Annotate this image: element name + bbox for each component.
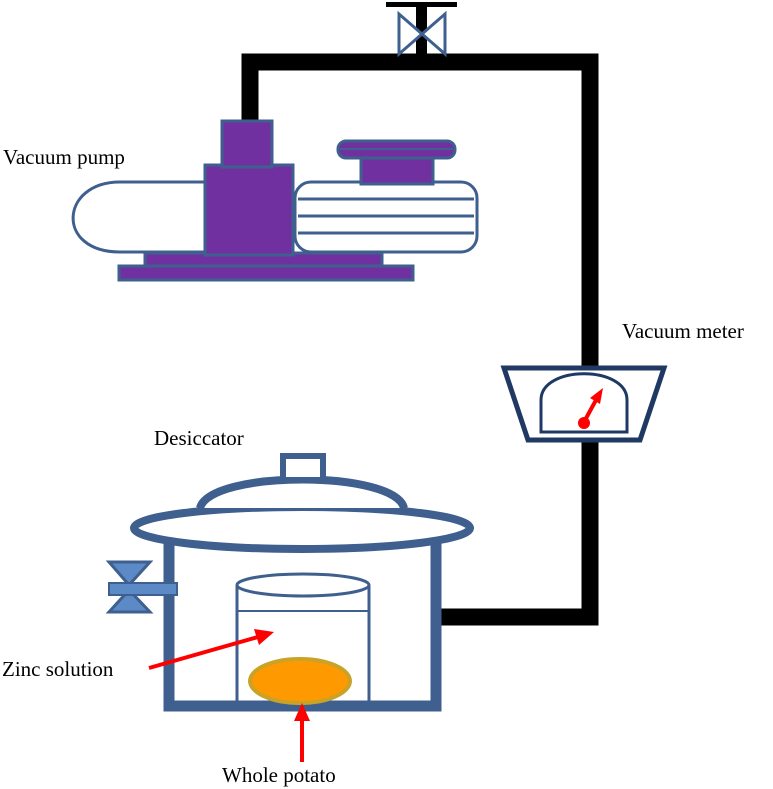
- desiccator: [130, 453, 474, 712]
- beaker-rim: [235, 572, 371, 598]
- pipe-network: [241, 53, 599, 626]
- pump-left-housing: [71, 180, 207, 254]
- meter-needle-icon: [578, 388, 603, 429]
- pipe-meter-to-desiccator: [436, 442, 599, 626]
- vacuum-meter: [500, 365, 668, 443]
- top-valve-icon: [386, 2, 457, 58]
- desiccator-lid-knob: [280, 453, 326, 483]
- pump-central-block: [203, 163, 295, 257]
- motor-fins: [298, 197, 474, 235]
- vacuum-pump-label: Vacuum pump: [3, 145, 125, 169]
- meter-dial: [539, 372, 629, 434]
- zinc-solution-label: Zinc solution: [2, 657, 114, 681]
- pump-motor-cap-stem: [359, 156, 435, 186]
- desiccator-label: Desiccator: [154, 426, 244, 450]
- desiccator-lid-rim: [130, 503, 474, 553]
- whole-potato-arrow: [294, 703, 310, 762]
- pump-outlet-neck: [220, 119, 274, 169]
- pipe-pump-to-valve-to-meter: [241, 53, 599, 368]
- whole-potato: [248, 657, 352, 705]
- pump-base-lower: [117, 264, 415, 282]
- zinc-solution-arrow: [148, 629, 274, 670]
- whole-potato-label: Whole potato: [222, 763, 336, 787]
- vacuum-meter-label: Vacuum meter: [622, 319, 744, 343]
- desiccator-lid-dome: [196, 475, 408, 510]
- beaker: [235, 572, 371, 706]
- vacuum-pump: [71, 119, 479, 282]
- side-valve-icon: [105, 560, 178, 614]
